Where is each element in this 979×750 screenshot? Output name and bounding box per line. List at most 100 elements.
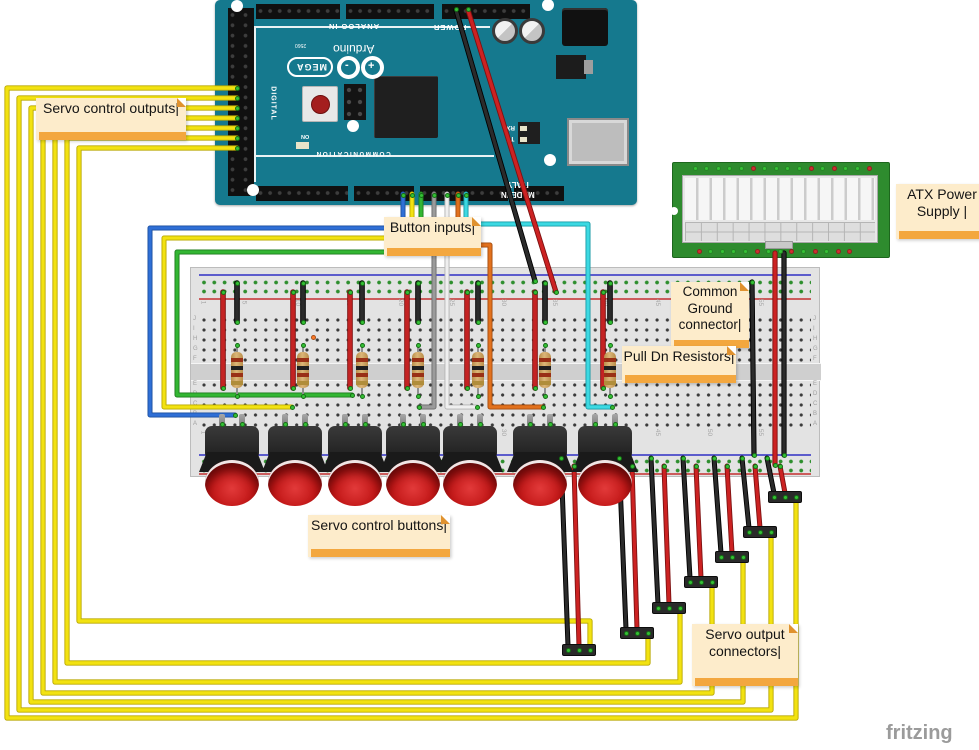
note-servo-control-buttons[interactable]: Servo control buttons|: [308, 515, 450, 557]
connection-dot: [607, 393, 613, 399]
connection-dot: [234, 85, 240, 91]
servo-conn-red[interactable]: [725, 464, 734, 555]
connection-dot: [666, 605, 672, 611]
atx-power-supply-board[interactable]: [670, 162, 890, 258]
connection-dot: [300, 319, 306, 325]
resistor-band: [297, 380, 309, 385]
connection-dot: [831, 165, 837, 171]
connection-dot: [342, 421, 348, 427]
connection-dot: [592, 421, 598, 427]
resistor-band: [472, 373, 484, 377]
servo-conn-red[interactable]: [662, 464, 671, 606]
btn-in-white[interactable]: [445, 192, 479, 409]
connection-dot: [607, 342, 613, 348]
push-button-cap[interactable]: [205, 460, 259, 506]
resistor-band: [356, 358, 368, 362]
note-pull-dn-resistors[interactable]: Pull Dn Resistors|: [622, 346, 736, 383]
bottom-header-b: [354, 186, 414, 201]
servo-conn-black[interactable]: [681, 456, 692, 580]
note-fold: [727, 346, 736, 355]
connection-dot: [359, 280, 365, 286]
note-button-inputs[interactable]: Button inputs|: [384, 217, 481, 256]
note-servo-control-outputs[interactable]: Servo control outputs|: [36, 98, 186, 140]
servo-conn-red[interactable]: [753, 464, 762, 530]
push-button-cap[interactable]: [513, 460, 567, 506]
note-line: Servo control buttons|: [311, 517, 447, 533]
servo-conn-red[interactable]: [572, 464, 581, 648]
resistor-band: [231, 380, 243, 385]
connection-dot: [234, 135, 240, 141]
btn-in-cyan[interactable]: [464, 192, 614, 409]
btn-in-gray[interactable]: [417, 192, 436, 409]
bottom-blue-rail-line: [199, 454, 811, 456]
note-text: Servo control outputs|: [36, 100, 186, 117]
connection-dot: [475, 393, 481, 399]
connection-dot: [704, 165, 710, 171]
servo-out-wire-7[interactable]: [77, 146, 592, 652]
pull-down-resistor[interactable]: [472, 352, 484, 388]
arduino-power-black[interactable]: [454, 8, 537, 283]
servo-conn-black[interactable]: [649, 456, 660, 606]
silk-line: [254, 26, 490, 28]
connection-dot: [607, 280, 613, 286]
note-line: Servo output: [705, 626, 785, 642]
servo-out-wire-2-edge: [16, 95, 774, 713]
pull-down-resistor[interactable]: [604, 352, 616, 388]
resistor-band: [356, 380, 368, 385]
resistor-band: [297, 365, 309, 370]
servo-conn-black[interactable]: [740, 456, 751, 530]
connection-dot: [475, 280, 481, 286]
arduino-mega-board[interactable]: ANALOG IN POWER DIGITAL COMMUNICATION Ar…: [215, 0, 637, 205]
servo-conn-red[interactable]: [778, 464, 787, 495]
arduino-power-red[interactable]: [466, 8, 558, 294]
push-button-cap[interactable]: [578, 460, 632, 506]
note-strip: [899, 231, 979, 239]
servo-conn-black[interactable]: [712, 456, 723, 555]
servo-conn-red[interactable]: [630, 464, 639, 631]
connection-dot: [415, 342, 421, 348]
servo-conn-black[interactable]: [765, 456, 776, 495]
connection-dot: [415, 280, 421, 286]
connection-dot: [742, 248, 748, 254]
capacitor: [519, 18, 545, 44]
servo-out-wire-6-edge: [64, 135, 651, 666]
push-button-cap[interactable]: [328, 460, 382, 506]
pull-down-resistor[interactable]: [297, 352, 309, 388]
connection-dot: [464, 289, 470, 295]
connection-dot: [576, 647, 582, 653]
connection-dot: [474, 404, 480, 410]
connection-dot: [750, 165, 756, 171]
note-text: Servo control buttons|: [308, 517, 450, 534]
atx-connector: [682, 175, 878, 243]
connection-dot: [724, 463, 730, 469]
pull-down-resistor[interactable]: [231, 352, 243, 388]
connection-dot: [824, 248, 830, 254]
voltage-regulator: [556, 55, 586, 79]
on-led: [296, 142, 309, 149]
connection-dot: [609, 404, 615, 410]
connection-dot: [565, 647, 571, 653]
connection-dot: [282, 421, 288, 427]
push-button-cap[interactable]: [386, 460, 440, 506]
pull-down-resistor[interactable]: [412, 352, 424, 388]
connection-dot: [715, 165, 721, 171]
connection-dot: [698, 579, 704, 585]
servo-out-wire-6[interactable]: [65, 136, 650, 665]
btn-in-blue[interactable]: [148, 192, 405, 417]
resistor-band: [297, 373, 309, 377]
note-strip: [39, 132, 186, 140]
connection-dot: [738, 165, 744, 171]
servo-out-wire-2[interactable]: [17, 96, 773, 712]
resistor-band: [539, 380, 551, 385]
connection-dot: [347, 289, 353, 295]
push-button-cap[interactable]: [443, 460, 497, 506]
pull-down-resistor[interactable]: [356, 352, 368, 388]
push-button-cap[interactable]: [268, 460, 322, 506]
connection-dot: [463, 192, 469, 198]
common-ground-wire[interactable]: [750, 280, 756, 457]
pull-down-resistor[interactable]: [539, 352, 551, 388]
servo-conn-red[interactable]: [694, 464, 703, 580]
